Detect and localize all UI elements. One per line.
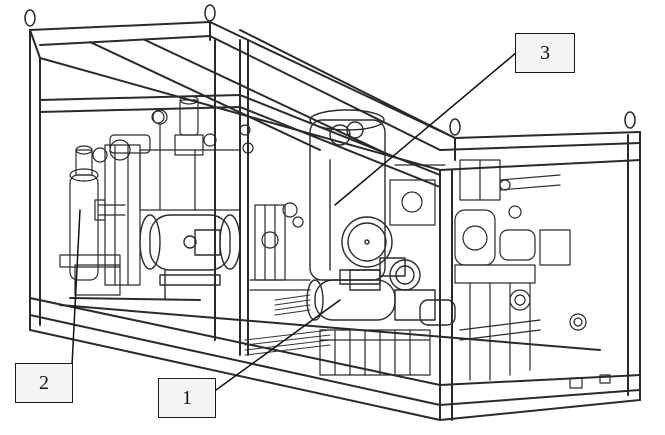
pump-motor — [306, 257, 456, 326]
leader-line-2 — [71, 209, 81, 366]
lifting-lugs — [24, 4, 636, 136]
pressure-gauges — [151, 110, 304, 228]
right-cluster — [454, 159, 611, 389]
callout-label-1: 1 — [158, 378, 216, 418]
floor-grating — [244, 294, 331, 356]
left-vessel — [59, 144, 141, 296]
horizontal-tank — [139, 214, 241, 306]
callout-label-3: 3 — [515, 33, 575, 73]
pump-baseplate — [319, 329, 431, 376]
leader-lines — [71, 51, 518, 391]
left-piping — [92, 95, 251, 211]
middle-piping — [249, 164, 446, 291]
callout-label-2: 2 — [15, 363, 73, 403]
leader-line-1 — [215, 299, 341, 391]
leader-line-3 — [334, 51, 518, 206]
